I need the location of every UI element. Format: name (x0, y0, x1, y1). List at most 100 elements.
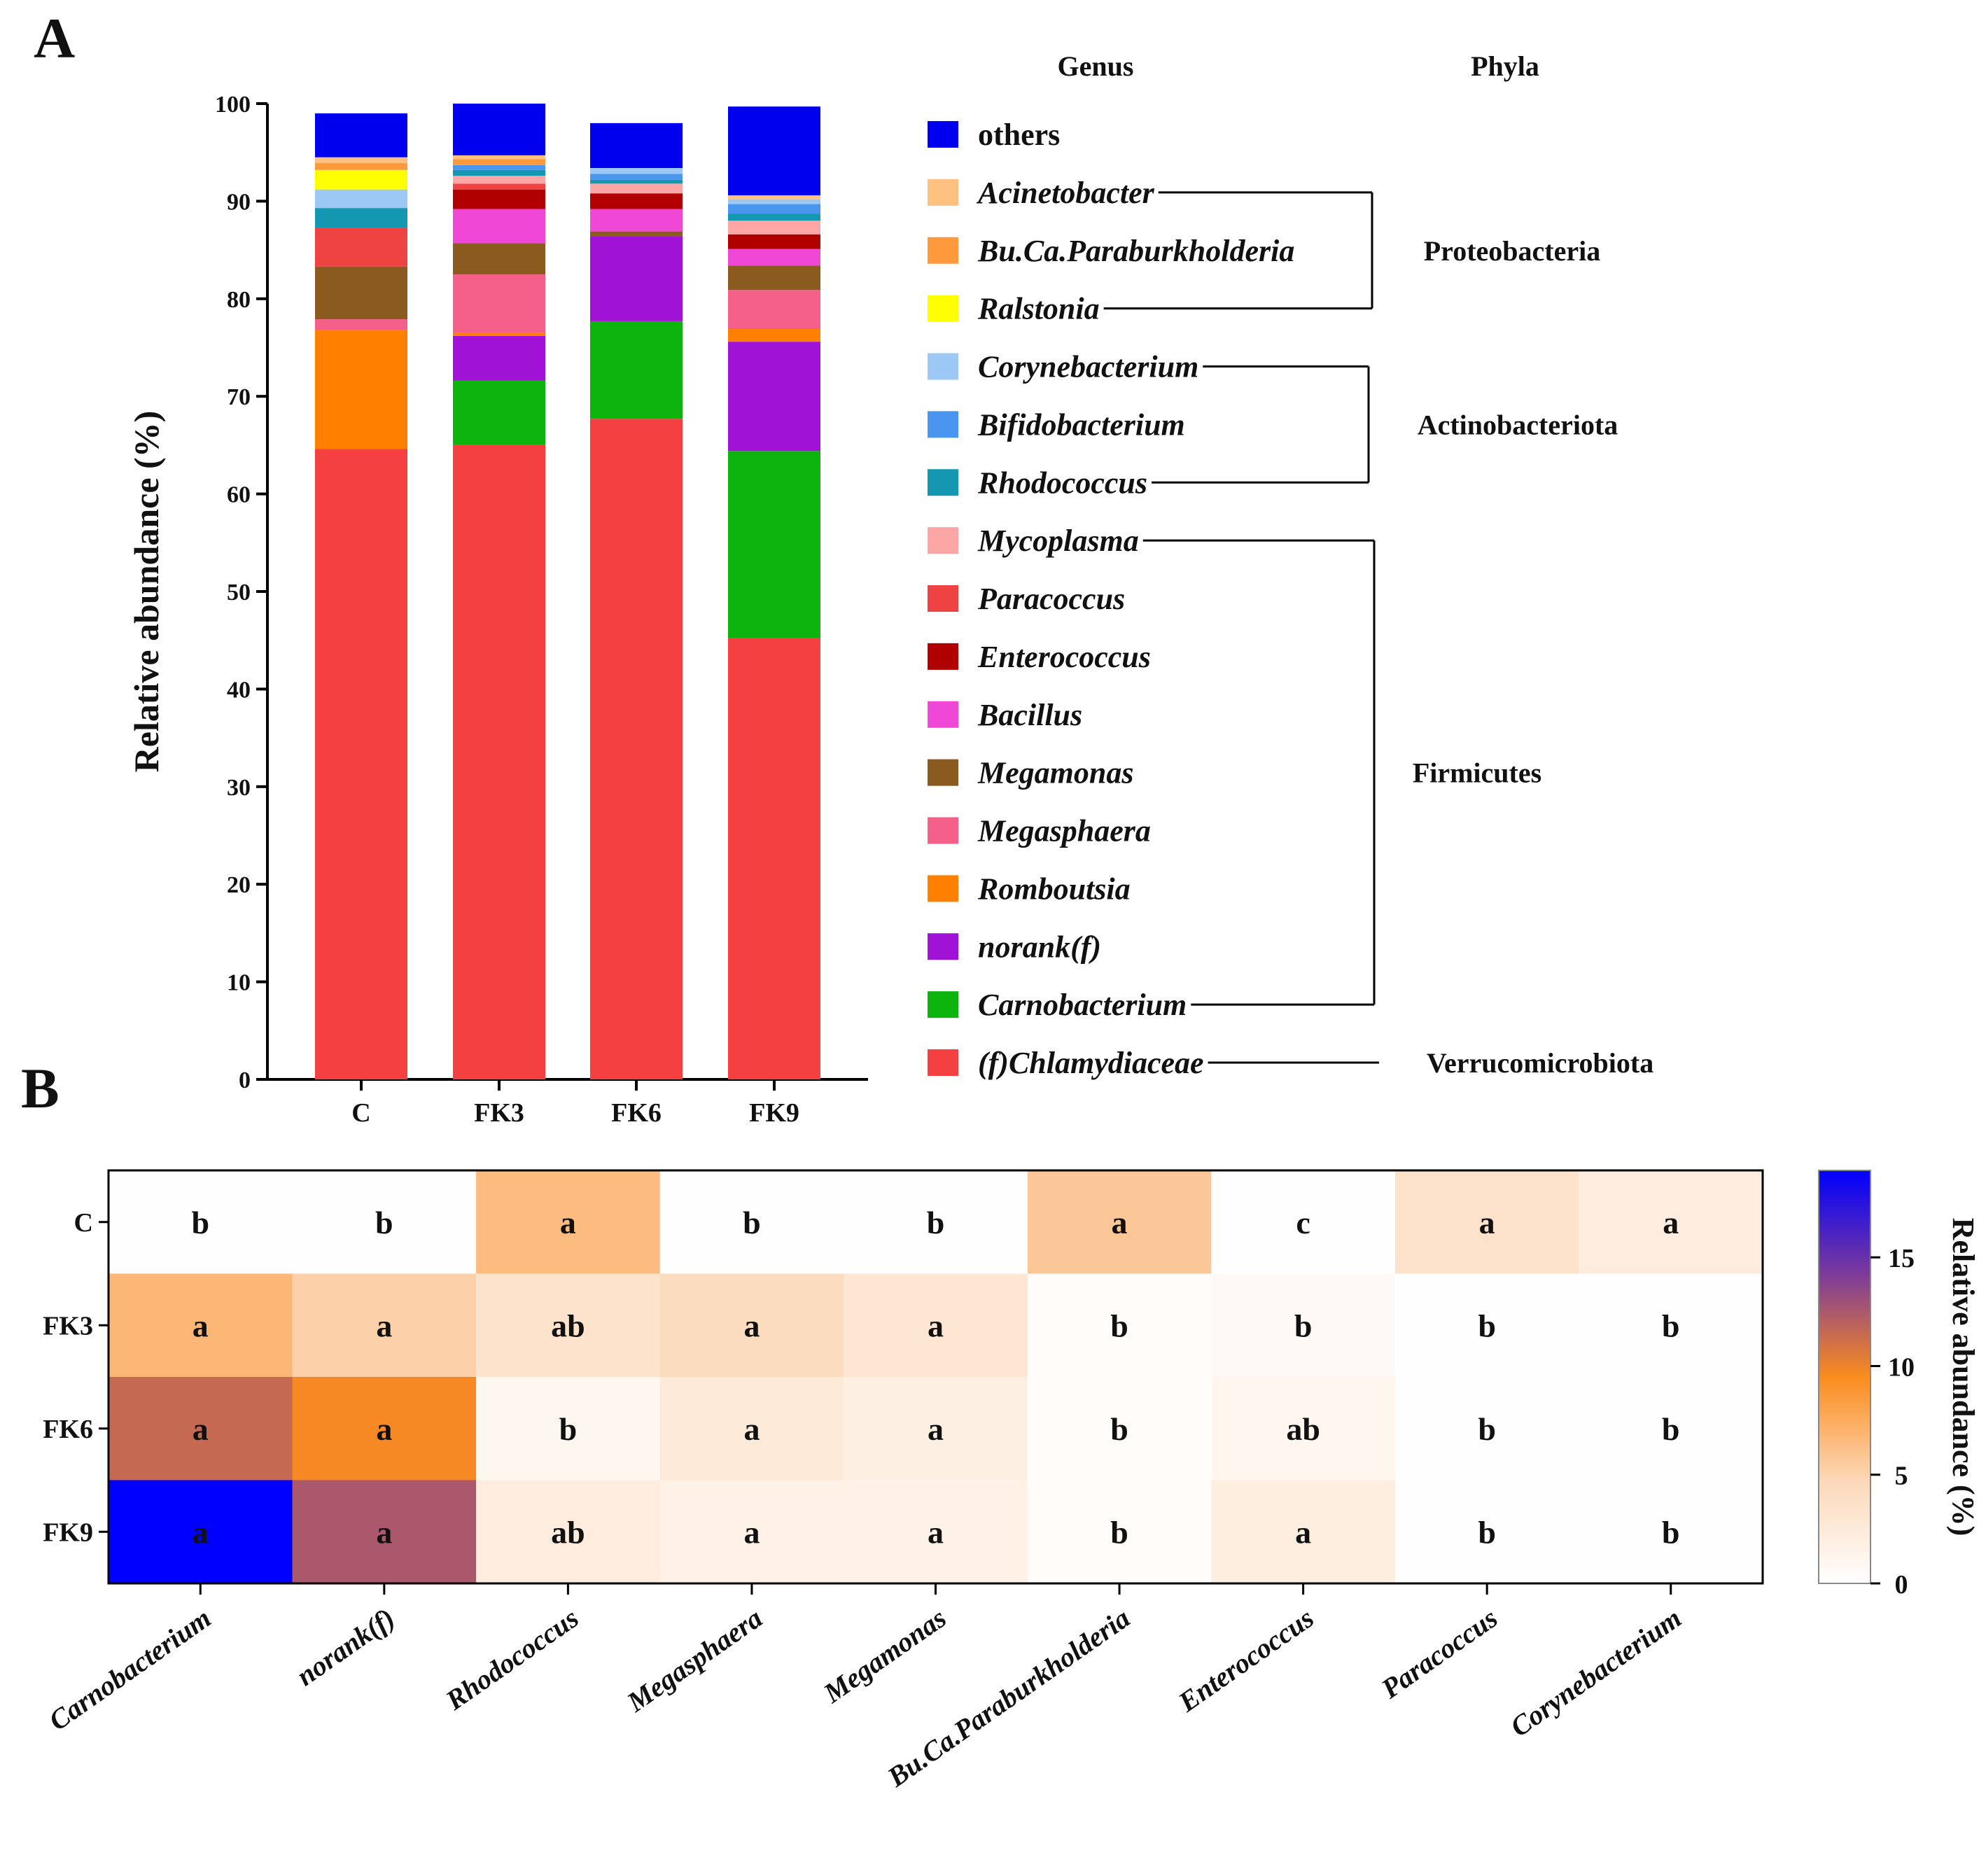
legend-swatch-carnobacterium (928, 991, 958, 1018)
bar-segment-fk6-rhodococcus (590, 179, 683, 184)
heatmap-cell-c-paracoccus (1394, 1170, 1579, 1274)
y-tick-label: 20 (227, 872, 251, 898)
significance-letter: a (928, 1308, 944, 1343)
phyla-label-firmicutes: Firmicutes (1413, 757, 1541, 789)
column-label: Enterococcus (1172, 1602, 1319, 1718)
column-label: Rhodococcus (440, 1602, 585, 1717)
legend-label-corynebacterium: Corynebacterium (978, 350, 1198, 384)
bar-segment-fk6-norank-f (590, 236, 683, 321)
legend-swatch-bacillus (928, 701, 958, 728)
significance-letter: b (743, 1205, 761, 1240)
legend-label-acinetobacter: Acinetobacter (976, 176, 1155, 210)
heatmap-cell-fk6-rhodococcus (476, 1377, 661, 1480)
legend-label-paracoccus: Paracoccus (977, 582, 1125, 616)
y-tick-label: 40 (227, 677, 251, 703)
row-label: C (74, 1208, 93, 1238)
heatmap-cell-c-corynebacterium (1579, 1170, 1763, 1274)
y-tick-label: 30 (227, 775, 251, 801)
significance-letter: a (1663, 1205, 1679, 1240)
significance-letter: b (1110, 1514, 1128, 1550)
heatmap-cell-fk3-corynebacterium (1579, 1273, 1763, 1378)
x-tick-label: FK9 (749, 1098, 799, 1128)
bar-segment-c-romboutsia (315, 330, 407, 449)
heatmap-cell-fk3-megamonas (844, 1273, 1028, 1378)
bar-segment-fk3-f-chlamydiaceae (453, 444, 545, 1079)
legend-swatch-corynebacterium (928, 353, 958, 380)
column-label: Carnobacterium (43, 1602, 217, 1737)
bar-segment-c-rhodococcus (315, 208, 407, 228)
bar-segment-c-ralstonia (315, 169, 407, 190)
heatmap-cell-c-megamonas (844, 1170, 1028, 1274)
bar-segment-fk9-others (728, 106, 820, 196)
heatmap-cell-c-megasphaera (659, 1170, 844, 1274)
significance-letter: a (1479, 1205, 1495, 1240)
legend-label-megasphaera: Megasphaera (977, 814, 1151, 848)
legend-label-bacillus: Bacillus (977, 698, 1082, 732)
y-tick-label: 60 (227, 482, 251, 508)
colorbar-tick-label: 15 (1888, 1244, 1915, 1273)
heatmap-cell-fk9-carnobacterium (109, 1480, 293, 1584)
heatmap-cell-fk3-megasphaera (659, 1273, 844, 1378)
legend-label-megamonas: Megamonas (977, 756, 1133, 790)
significance-letter: a (193, 1514, 209, 1550)
column-label: Megasphaera (621, 1602, 768, 1718)
legend-title-genus: Genus (1058, 50, 1134, 82)
heatmap-cell-fk6-enterococcus (1211, 1377, 1396, 1480)
bar-segment-fk3-romboutsia (453, 332, 545, 336)
legend-swatch-megamonas (928, 759, 958, 786)
heatmap-cell-c-carnobacterium (109, 1170, 293, 1274)
heatmap-cell-fk9-paracoccus (1394, 1480, 1579, 1584)
phyla-label-verrucomicrobiota: Verrucomicrobiota (1427, 1047, 1653, 1079)
bar-segment-fk9-carnobacterium (728, 451, 820, 638)
bar-segment-fk6-enterococcus (590, 193, 683, 209)
bar-segment-fk6-bifidobacterium (590, 174, 683, 180)
legend-label-enterococcus: Enterococcus (977, 640, 1151, 674)
bar-segment-fk9-megasphaera (728, 290, 820, 330)
bar-segment-fk6-carnobacterium (590, 321, 683, 419)
bar-segment-fk9-bacillus (728, 248, 820, 266)
bar-segment-fk9-acinetobacter (728, 195, 820, 200)
legend-swatch-ralstonia (928, 295, 958, 322)
significance-letter: a (1112, 1205, 1128, 1240)
bar-segment-fk9-megamonas (728, 265, 820, 290)
y-tick-label: 90 (227, 189, 251, 215)
significance-letter: b (1662, 1308, 1680, 1343)
bar-segment-fk3-bifidobacterium (453, 164, 545, 170)
legend-title-phyla: Phyla (1471, 50, 1539, 82)
bar-segment-fk3-megamonas (453, 243, 545, 274)
colorbar-tick-label: 0 (1895, 1570, 1908, 1600)
heatmap-cell-fk3-bu-ca-paraburkholderia (1027, 1273, 1212, 1378)
heatmap-cell-c-bu-ca-paraburkholderia (1027, 1170, 1212, 1274)
bar-segment-fk6-bacillus (590, 209, 683, 232)
panel-b-label: B (21, 1056, 60, 1120)
legend-swatch-f-chlamydiaceae (928, 1049, 958, 1076)
y-tick-label: 100 (215, 92, 251, 118)
legend-label-bifidobacterium: Bifidobacterium (977, 407, 1185, 442)
bar-segment-fk3-norank-f (453, 335, 545, 381)
legend-swatch-megasphaera (928, 817, 958, 844)
x-tick-label: C (351, 1098, 370, 1128)
bar-segment-fk9-f-chlamydiaceae (728, 638, 820, 1079)
significance-letter: a (560, 1205, 576, 1240)
significance-letter: b (1478, 1411, 1496, 1447)
bar-segment-fk3-megasphaera (453, 274, 545, 333)
heatmap-cell-fk9-megamonas (844, 1480, 1028, 1584)
legend-swatch-others (928, 121, 958, 148)
row-label: FK9 (43, 1518, 93, 1547)
bar-segment-fk3-rhodococcus (453, 169, 545, 176)
legend-swatch-rhodococcus (928, 469, 958, 496)
legend-swatch-paracoccus (928, 585, 958, 612)
bar-segment-fk3-bacillus (453, 209, 545, 244)
legend-swatch-norank-f (928, 933, 958, 960)
heatmap-cell-fk6-megamonas (844, 1377, 1028, 1480)
legend-label-rhodococcus: Rhodococcus (977, 465, 1147, 500)
significance-letter: ab (551, 1308, 585, 1343)
bar-segment-fk3-others (453, 104, 545, 155)
bar-segment-c-bu-ca-paraburkholderia (315, 163, 407, 170)
significance-letter: b (1110, 1308, 1128, 1343)
heatmap-cell-fk9-norank-f (292, 1480, 477, 1584)
legend-label-norank-f: norank(f) (978, 930, 1101, 964)
significance-letter: b (1294, 1308, 1313, 1343)
